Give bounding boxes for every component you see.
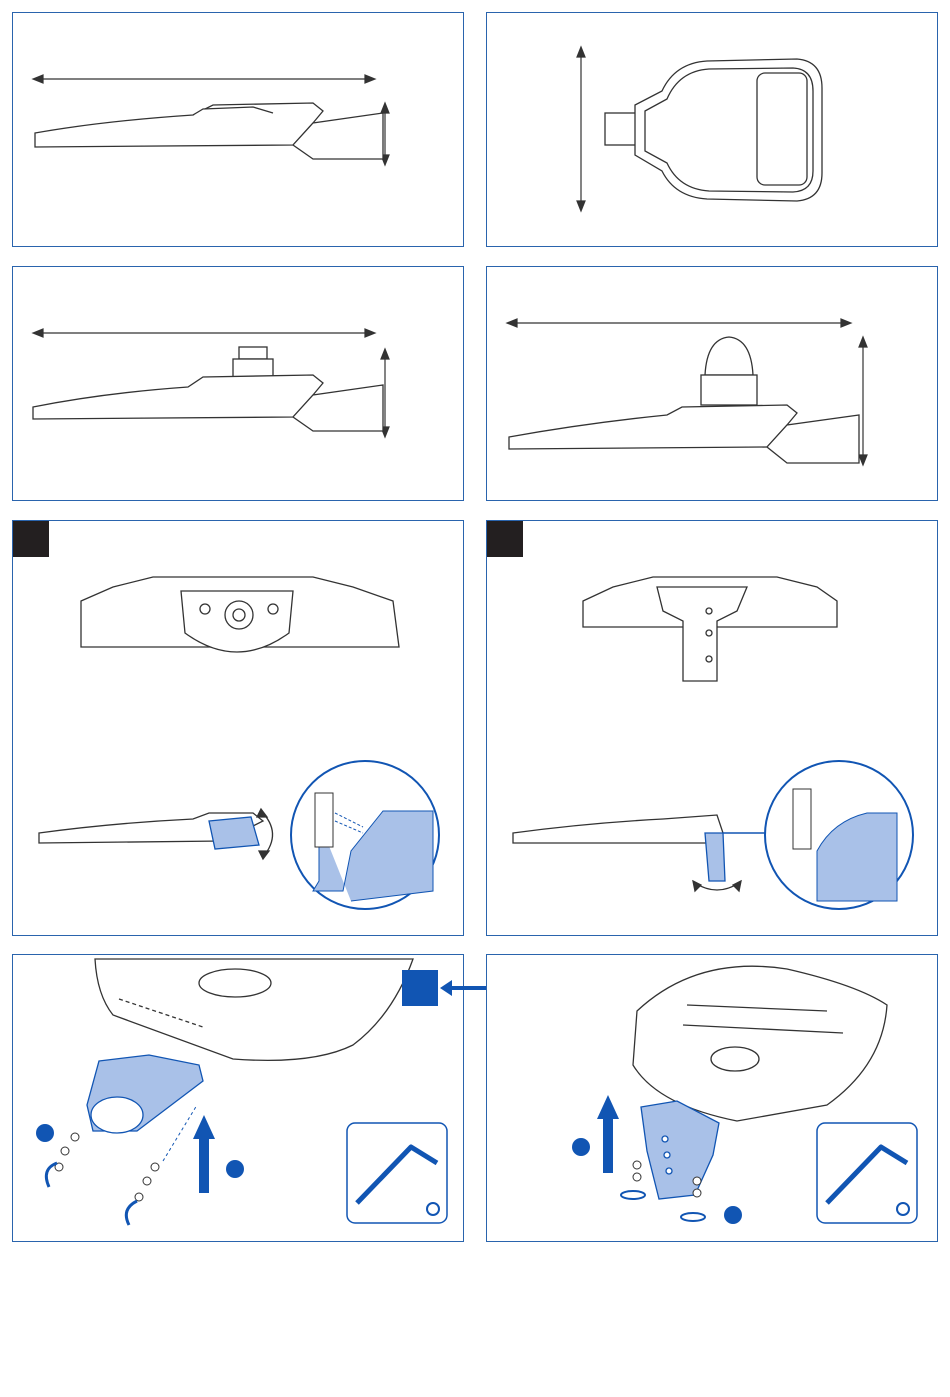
panel-install-slipfitter-mount: [486, 954, 938, 1242]
luminaire-side-tall-sensor-drawing: [487, 267, 939, 502]
luminaire-underside: [95, 959, 413, 1060]
rotate-arrow-icon: [46, 1163, 137, 1225]
slipfitter-mount: [641, 1101, 719, 1199]
luminaire-body: [33, 347, 383, 431]
panel-mount-option-a: [12, 520, 464, 936]
rotate-arrow-icon: [693, 881, 741, 891]
luminaire-side-small-sensor-drawing: [13, 267, 465, 502]
slipfitter-mount-drawing: [487, 521, 939, 937]
luminaire-underside: [633, 966, 887, 1121]
up-arrow-icon: [193, 1115, 215, 1193]
arm-mount: [87, 1055, 203, 1133]
length-dimension-arrow: [577, 47, 585, 211]
panel-side-view-tall-sensor: [486, 266, 938, 501]
arm-mount-install-drawing: [13, 955, 465, 1243]
width-dimension-arrow: [33, 75, 375, 83]
luminaire-top-view-drawing: [487, 13, 939, 248]
luminaire-body: [35, 103, 383, 159]
allen-wrench-icon: [817, 1123, 917, 1223]
luminaire-body: [509, 337, 859, 463]
width-dimension-arrow: [507, 319, 851, 327]
height-dimension-arrow: [859, 337, 867, 465]
panel-side-view: [12, 12, 464, 247]
panel-mount-option-b: [486, 520, 938, 936]
rotate-arrow-icon: [257, 809, 273, 859]
up-arrow-icon: [597, 1095, 619, 1173]
width-dimension-arrow: [33, 329, 375, 337]
side-view-housing: [513, 815, 725, 881]
step-number-2-dot: [226, 1160, 244, 1178]
panel-side-view-small-sensor: [12, 266, 464, 501]
detail-callout: [723, 761, 913, 909]
arm-mount-drawing: [13, 521, 465, 937]
allen-wrench-icon: [347, 1123, 447, 1223]
front-view-housing: [583, 577, 837, 681]
step-number-1-dot: [36, 1124, 54, 1142]
panel-top-view: [486, 12, 938, 247]
panel-install-arm-mount: [12, 954, 464, 1242]
option-a-marker: [402, 970, 438, 1006]
slipfitter-install-drawing: [487, 955, 939, 1243]
luminaire-side-view-drawing: [13, 13, 465, 248]
step-number-1-dot: [572, 1138, 590, 1156]
side-view-housing: [39, 813, 263, 849]
detail-callout: [291, 761, 439, 909]
step-number-2-dot: [724, 1206, 742, 1224]
top-housing: [605, 59, 822, 201]
front-view-housing: [81, 577, 399, 652]
